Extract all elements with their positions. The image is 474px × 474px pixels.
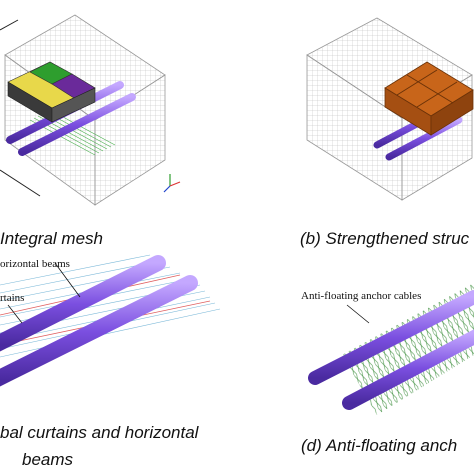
tunnel-pair (0, 255, 198, 387)
anchor-cables-figure: Anti-floating anchor cables (301, 283, 474, 415)
axis-triad-icon (163, 174, 181, 193)
mesh-right-face (94, 74, 166, 206)
caption-c-line1: bal curtains and horizontal (0, 423, 199, 442)
panel-a-integral-mesh (0, 0, 237, 225)
caption-b: (b) Strengthened struc (300, 229, 470, 248)
panel-d-anchor-cables: Anti-floating anchor cables (237, 245, 474, 425)
caption-c-line2: beams (22, 450, 74, 469)
caption-d: (d) Anti-floating anch (301, 436, 458, 455)
horizontal-beams-label: orizontal beams (0, 258, 70, 270)
panel-b-strengthened-structure (237, 0, 474, 225)
annotation-leader (346, 304, 370, 324)
panel-c-curtains-beams: orizontal beams rtains (0, 245, 237, 425)
curtains-beams-figure: orizontal beams rtains (0, 254, 221, 387)
station-block (7, 61, 96, 123)
strengthened-structure-figure (306, 17, 474, 201)
dimension-line (0, 169, 41, 197)
dimension-line (0, 19, 19, 31)
annotation-leader (54, 262, 81, 298)
curtains-label: rtains (0, 292, 24, 304)
strengthened-structure (384, 61, 474, 136)
anchor-cables-label: Anti-floating anchor cables (301, 290, 421, 302)
annotation-leader (7, 304, 23, 324)
integral-mesh-figure (0, 14, 181, 206)
tunnel-pair (308, 290, 474, 410)
caption-a: Integral mesh (0, 229, 103, 248)
